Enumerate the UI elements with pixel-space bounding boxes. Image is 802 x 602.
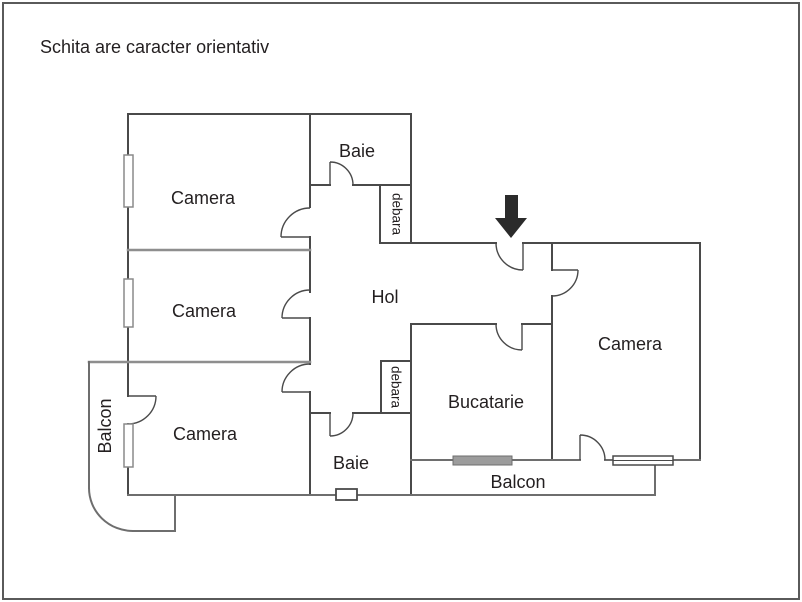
room-label-debara-top: debara bbox=[389, 193, 404, 236]
entrance-arrow-icon bbox=[495, 195, 527, 238]
door-camera-middle-left bbox=[281, 289, 311, 319]
door-bucatarie bbox=[495, 323, 523, 351]
room-label-camera-right: Camera bbox=[598, 334, 663, 354]
door-entrance bbox=[495, 242, 524, 271]
window-bucatarie bbox=[452, 455, 513, 466]
room-label-balcon-left: Balcon bbox=[95, 398, 115, 453]
door-camera-top-left bbox=[280, 207, 311, 238]
windows-layer bbox=[123, 154, 674, 501]
room-label-balcon-bottom: Balcon bbox=[490, 472, 545, 492]
door-camera-right bbox=[551, 269, 579, 297]
door-camera-bottom-left bbox=[281, 363, 311, 393]
room-label-baie-top: Baie bbox=[339, 141, 375, 161]
window-baie-bottom bbox=[335, 488, 358, 501]
window-camera-top-left bbox=[123, 154, 134, 208]
room-labels-layer: Camera Camera Camera Camera Baie Baie Ho… bbox=[95, 141, 663, 492]
room-label-camera-middle-left: Camera bbox=[172, 301, 237, 321]
room-label-hol: Hol bbox=[371, 287, 398, 307]
room-label-bucatarie: Bucatarie bbox=[448, 392, 524, 412]
door-arcs-layer bbox=[127, 161, 606, 461]
room-label-debara-bottom: debara bbox=[388, 366, 403, 409]
door-balcony-bottom bbox=[579, 434, 606, 461]
room-label-camera-top-left: Camera bbox=[171, 188, 236, 208]
door-baie-bottom bbox=[329, 412, 354, 437]
window-camera-right bbox=[612, 455, 674, 466]
plan-title: Schita are caracter orientativ bbox=[40, 37, 269, 57]
door-baie-top bbox=[329, 161, 354, 186]
room-divider-walls bbox=[87, 248, 312, 364]
room-label-camera-bottom-left: Camera bbox=[173, 424, 238, 444]
room-label-baie-bottom: Baie bbox=[333, 453, 369, 473]
window-camera-bottom-left bbox=[123, 423, 134, 468]
window-camera-middle-left bbox=[123, 278, 134, 328]
